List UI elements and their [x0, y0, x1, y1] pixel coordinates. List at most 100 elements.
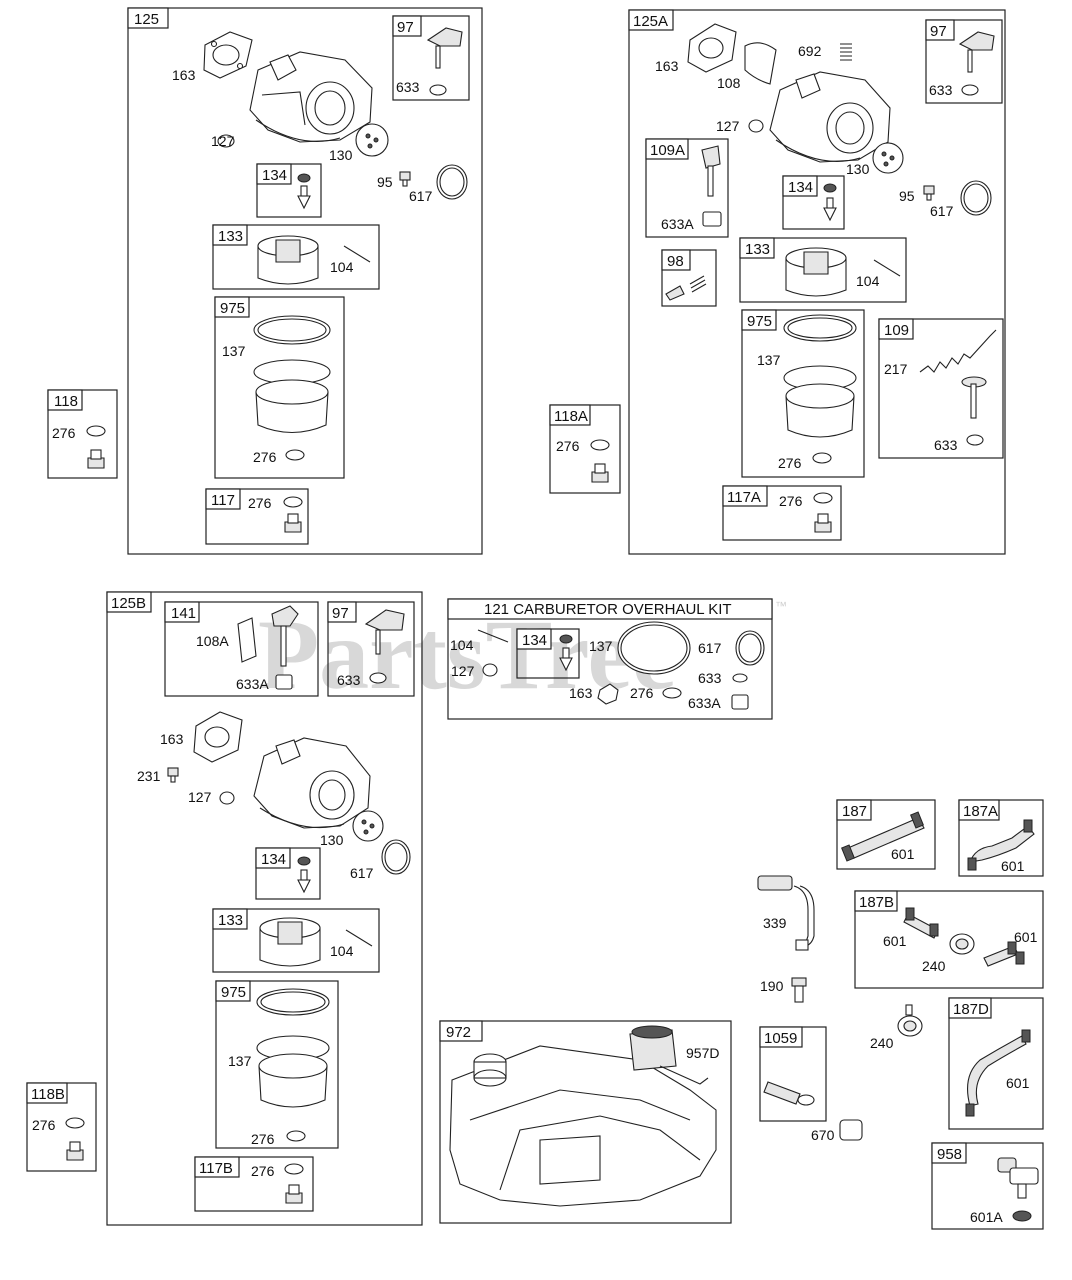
- group-125B[interactable]: 125B 163 231 127 130 617: [106, 591, 423, 1226]
- group-title: 97: [332, 605, 349, 622]
- washer-part: [283, 496, 303, 508]
- callout-276: 276: [253, 449, 277, 465]
- group-118A[interactable]: 118A 276: [549, 404, 621, 494]
- group-title: 958: [937, 1146, 962, 1163]
- washer-part: [429, 84, 447, 96]
- callout-127: 127: [451, 663, 475, 679]
- float-part: [785, 247, 847, 297]
- group-187[interactable]: 187 601: [836, 799, 936, 870]
- group-958[interactable]: 958 601A: [931, 1142, 1044, 1230]
- clamp-part: [929, 923, 939, 937]
- hinge-pin-part: [345, 929, 373, 947]
- inlet-needle-part: [823, 207, 837, 222]
- callout-163: 163: [160, 731, 184, 747]
- washer-part: [286, 1130, 306, 1142]
- bowl-ring-part: [253, 315, 331, 345]
- callout-276: 276: [630, 685, 654, 701]
- callout-601: 601: [1006, 1075, 1030, 1091]
- group-109[interactable]: 109 217 633: [878, 318, 1004, 459]
- callout-108: 108: [717, 75, 741, 91]
- throttle-shaft-part: [701, 145, 721, 169]
- washer-part: [966, 434, 984, 446]
- group-97[interactable]: 97 633: [925, 19, 1003, 104]
- callout-633: 633: [934, 437, 958, 453]
- inlet-needle-part: [297, 879, 311, 894]
- group-972[interactable]: 972 957D: [439, 1020, 732, 1224]
- callout-130: 130: [846, 161, 870, 177]
- group-134[interactable]: 134: [256, 163, 322, 218]
- group-title: 972: [446, 1024, 471, 1041]
- group-117A[interactable]: 117A 276: [722, 485, 842, 541]
- gasket-part: [687, 23, 737, 73]
- washer-part: [86, 425, 106, 437]
- washer-part: [961, 84, 979, 96]
- group-187B[interactable]: 187B 601 240 601: [854, 890, 1044, 989]
- group-133[interactable]: 133 104: [212, 908, 380, 973]
- washer-part: [797, 1094, 815, 1106]
- group-1059[interactable]: 1059: [759, 1026, 827, 1122]
- callout-137: 137: [228, 1053, 252, 1069]
- group-117B[interactable]: 117B 276: [194, 1156, 314, 1212]
- group-118B[interactable]: 118B 276: [26, 1082, 97, 1172]
- group-title: 134: [262, 167, 287, 184]
- group-125[interactable]: 125 163 127 130 95 617: [127, 7, 483, 555]
- fuel-shutoff-part: [757, 875, 815, 951]
- group-117[interactable]: 117 276: [205, 488, 309, 545]
- callout-601A: 601A: [970, 1209, 1003, 1225]
- group-title: 133: [218, 228, 243, 245]
- hinge-pin-part: [343, 245, 371, 263]
- group-title: 125A: [633, 13, 668, 30]
- group-134[interactable]: 134: [516, 628, 580, 679]
- bushing-part: [275, 674, 293, 690]
- gasket-part: [193, 711, 243, 763]
- callout-130: 130: [329, 147, 353, 163]
- clamp-part: [1012, 1210, 1032, 1222]
- carburetor-body-part: [253, 737, 371, 829]
- callout-617: 617: [409, 188, 433, 204]
- group-118[interactable]: 118 276: [47, 389, 118, 479]
- group-133[interactable]: 133 104: [739, 237, 907, 303]
- spring-part: [840, 43, 852, 61]
- screw-part: [167, 767, 179, 783]
- clamp-part: [1007, 941, 1017, 955]
- callout-339: 339: [763, 915, 787, 931]
- group-975[interactable]: 975 137 276: [215, 980, 339, 1149]
- group-98[interactable]: 98: [661, 249, 717, 307]
- group-141[interactable]: 141 108A 633A: [164, 601, 319, 697]
- oring-part: [735, 630, 765, 666]
- group-97[interactable]: 97 633: [327, 601, 415, 697]
- callout-217: 217: [884, 361, 908, 377]
- clamp-part: [1015, 951, 1025, 965]
- group-134[interactable]: 134: [782, 175, 845, 230]
- group-187A[interactable]: 187A 601: [958, 799, 1044, 877]
- group-title: 109A: [650, 142, 685, 159]
- callout-601: 601: [1014, 929, 1038, 945]
- watermark-trademark: ™: [775, 599, 787, 613]
- group-975[interactable]: 975 137 276: [214, 296, 345, 479]
- group-134[interactable]: 134: [255, 847, 321, 900]
- bowl-ring-part: [256, 988, 330, 1016]
- group-125A[interactable]: 125A 163 108 692 127 130 95 61: [628, 9, 1006, 555]
- group-133[interactable]: 133 104: [212, 224, 380, 290]
- needle-valve-part: [426, 27, 463, 47]
- group-97[interactable]: 97 633: [392, 15, 470, 101]
- group-187D[interactable]: 187D 601: [948, 997, 1044, 1130]
- fuel-line-part: [967, 1035, 1027, 1107]
- group-109A[interactable]: 109A 633A: [645, 138, 729, 238]
- group-title: 134: [261, 851, 286, 868]
- group-121-overhaul-kit[interactable]: 121 CARBURETOR OVERHAUL KIT 104 127 137 …: [447, 598, 773, 720]
- callout-104: 104: [856, 273, 880, 289]
- plug-part: [217, 134, 235, 148]
- plate-part: [744, 42, 777, 85]
- callout-276: 276: [52, 425, 76, 441]
- callout-276: 276: [32, 1117, 56, 1133]
- callout-276: 276: [251, 1163, 275, 1179]
- washer-part: [284, 1163, 304, 1175]
- carburetor-body-part: [249, 51, 373, 143]
- callout-617: 617: [350, 865, 374, 881]
- oring-part: [381, 839, 411, 875]
- group-title: 117A: [727, 489, 761, 506]
- group-975[interactable]: 975 137 276: [741, 309, 865, 478]
- clamp-part: [905, 907, 915, 921]
- seat-part: [823, 183, 837, 193]
